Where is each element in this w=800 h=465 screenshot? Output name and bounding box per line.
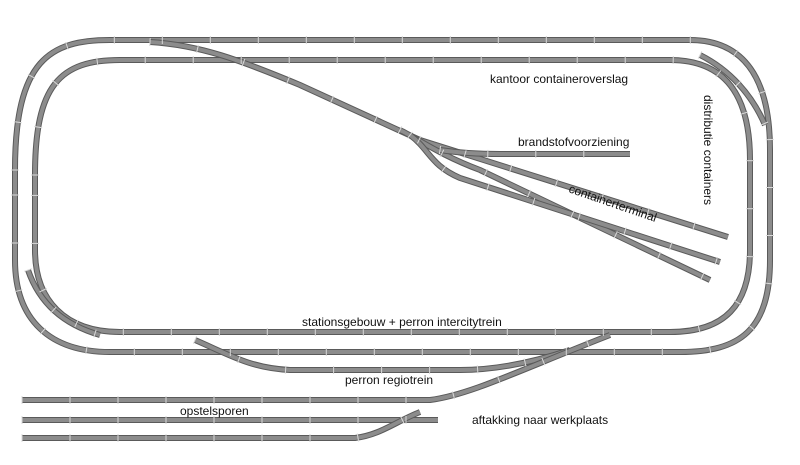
sleeper-tick	[96, 57, 99, 66]
sleeper-tick	[734, 299, 742, 306]
track-network	[12, 37, 773, 441]
sleeper-tick	[748, 324, 756, 331]
sleeper-tick	[34, 126, 43, 129]
label-distribution: distributie containers	[701, 95, 715, 205]
sleeper-tick	[24, 268, 32, 272]
sleeper-tick	[509, 164, 513, 173]
outer-loop-track	[12, 37, 773, 355]
sleeper-tick	[74, 319, 79, 328]
sleeper-tick	[714, 256, 718, 265]
sleeper-tick	[531, 197, 536, 206]
sleeper-tick	[196, 44, 199, 53]
sleeper-tick	[541, 357, 546, 366]
sleeper-tick	[585, 339, 590, 348]
sleeper-tick	[668, 242, 673, 251]
sleeper-tick	[13, 121, 22, 124]
sleeper-tick	[438, 145, 442, 155]
sleeper-tick	[486, 183, 490, 191]
label-fuel: brandstofvoorziening	[518, 135, 629, 149]
sleeper-tick	[570, 210, 575, 219]
sleeper-tick	[715, 70, 722, 78]
sleeper-tick	[764, 282, 773, 285]
sleeper-tick	[708, 345, 712, 354]
sleeper-tick	[700, 272, 705, 281]
sleeper-tick	[400, 416, 405, 424]
sleeper-tick	[697, 51, 703, 59]
sleeper-tick	[613, 231, 618, 239]
sleeper-tick	[356, 433, 360, 442]
sleeper-marks	[11, 36, 774, 442]
sleeper-tick	[284, 365, 287, 374]
sleeper-tick	[656, 251, 662, 260]
sleeper-tick	[697, 324, 701, 333]
sleeper-tick	[692, 222, 696, 231]
label-office: kantoor containeroverslag	[490, 72, 628, 86]
label-station: stationsgebouw + perron intercitytrein	[302, 315, 502, 329]
sleeper-tick	[526, 189, 532, 198]
label-sidings: opstelsporen	[180, 404, 249, 418]
sleeper-tick	[646, 207, 650, 216]
sleeper-tick	[577, 212, 581, 221]
sleeper-tick	[39, 288, 48, 293]
sleeper-tick	[439, 149, 445, 158]
sleeper-tick	[740, 111, 749, 115]
sleeper-tick	[623, 227, 627, 236]
label-layer: kantoor containeroverslag distributie co…	[180, 72, 715, 427]
sleeper-tick	[329, 95, 335, 104]
sleeper-tick	[496, 375, 501, 384]
sleeper-tick	[417, 135, 422, 144]
sleeper-tick	[192, 336, 198, 344]
sleeper-tick	[476, 365, 479, 374]
sleeper-tick	[27, 73, 36, 79]
sleeper-tick	[241, 58, 246, 67]
sleeper-tick	[14, 289, 23, 293]
sleeper-tick	[523, 358, 527, 367]
sleeper-tick	[732, 49, 739, 57]
sleeper-tick	[93, 329, 97, 338]
label-workshop-branch: aftakking naar werkplaats	[472, 413, 608, 427]
sleeper-tick	[758, 90, 767, 95]
sleeper-tick	[286, 76, 291, 84]
sleeper-tick	[600, 193, 604, 202]
sleeper-tick	[760, 121, 769, 126]
sleeper-tick	[52, 80, 60, 86]
label-regional-platform: perron regiotrein	[345, 373, 433, 387]
sleeper-tick	[373, 115, 378, 124]
sleeper-tick	[440, 165, 447, 173]
sleeper-tick	[237, 355, 241, 364]
sleeper-tick	[50, 306, 57, 314]
sleeper-tick	[554, 179, 559, 187]
sleeper-tick	[65, 41, 69, 50]
sleeper-tick	[407, 131, 413, 139]
sleeper-tick	[85, 346, 88, 355]
inner-loop-track	[32, 57, 753, 335]
sleeper-tick	[397, 126, 403, 134]
sleeper-tick	[734, 80, 742, 87]
sleeper-tick	[452, 391, 455, 400]
sleeper-tick	[463, 150, 467, 159]
sleeper-tick	[483, 168, 488, 177]
sleeper-tick	[39, 327, 46, 335]
